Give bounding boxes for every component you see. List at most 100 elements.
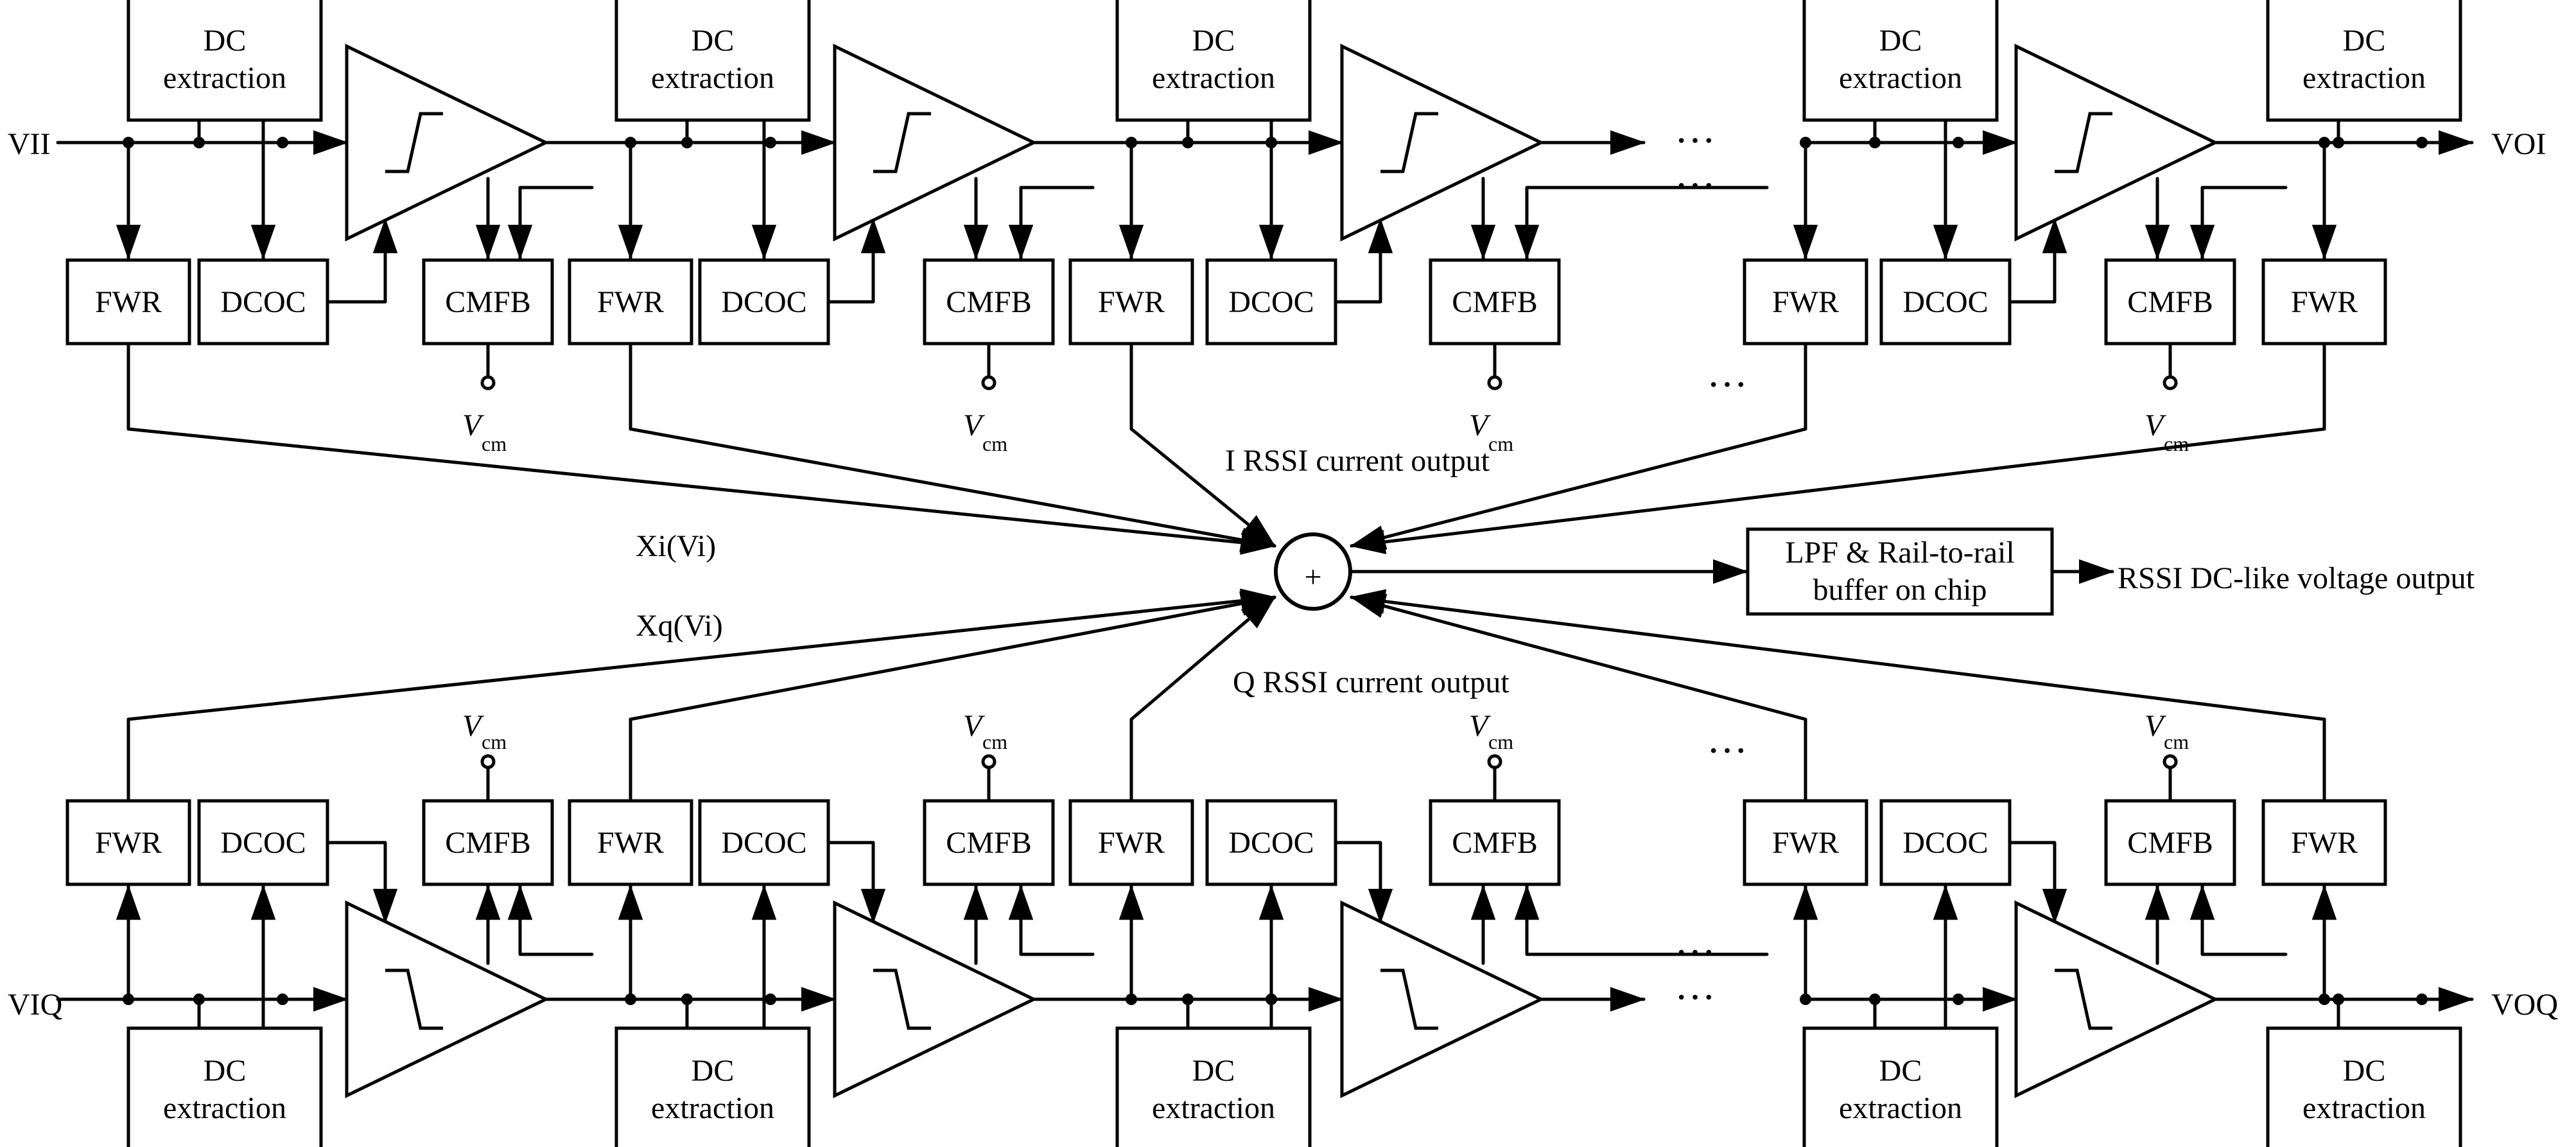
i-limiting-amp-4-body — [2014, 44, 2219, 241]
i-fwr-5: FWR — [2261, 258, 2387, 346]
q-dc-extraction-1-frame — [126, 1026, 323, 1147]
i-cmfb-bus-3 — [1514, 186, 1769, 260]
q-fwr-1-text: FWR — [95, 826, 162, 860]
q-dc-extraction-5-text: extraction — [2302, 1091, 2426, 1125]
i-vcm-3-terminal — [1487, 375, 1502, 390]
output-port-voi: VOI — [2491, 127, 2546, 161]
i-rssi-label: I RSSI current output — [1225, 444, 1490, 478]
i-limiting-amp-1-body — [345, 44, 550, 241]
i-dc-extraction-1-text: extraction — [163, 61, 286, 95]
i-cmfb-2: CMFB — [923, 258, 1055, 346]
q-dc-extraction-3-text: DC — [1192, 1054, 1235, 1088]
i-fwr-5-frame — [2261, 258, 2387, 346]
i-vcm-4-label: V — [2145, 408, 2166, 442]
i-dc-extraction-5-text: extraction — [2302, 61, 2426, 95]
summing-plus-icon: + — [1304, 560, 1321, 594]
i-limiting-amp-1 — [345, 44, 550, 241]
i-fwr-to-sum-5 — [1350, 344, 2326, 554]
q-cmfb-3-frame — [1429, 799, 1561, 886]
i-cmfb-2-text: CMFB — [946, 285, 1031, 319]
i-vcm-ellipsis: ··· — [1707, 362, 1748, 407]
q-vcm-1-terminal — [480, 754, 496, 769]
i-fwr-3-frame — [1068, 258, 1194, 346]
q-fwr-4-frame — [1743, 799, 1868, 886]
q-vcm-2-terminal — [981, 754, 996, 769]
q-cmfb-bus-4 — [2189, 884, 2288, 956]
q-dcoc-3-frame — [1205, 799, 1337, 886]
q-limiting-amp-2 — [833, 900, 1038, 1098]
q-fwr-2: FWR — [568, 799, 693, 886]
q-fwr-1-frame — [65, 799, 191, 886]
output-port-voq: VOQ — [2491, 988, 2558, 1022]
i-dc-extraction-4-text: extraction — [1839, 61, 1962, 95]
q-limiting-amp-2-limiter-icon — [873, 968, 931, 1030]
q-dcoc-out-2 — [826, 841, 886, 924]
i-dcoc-3-frame — [1205, 258, 1337, 346]
q-signal-ellipsis: ··· — [1675, 974, 1716, 1020]
q-dc-extraction-2-frame — [614, 1026, 811, 1147]
i-limiting-amp-1-limiter-icon — [385, 112, 443, 173]
q-limiting-amp-3-limiter-icon — [1380, 968, 1438, 1030]
q-limiting-amp-3 — [1340, 900, 1545, 1098]
junction-dot — [765, 994, 776, 1005]
lpf-buffer-line-2: buffer on chip — [1813, 573, 1987, 607]
junction-dot — [277, 994, 288, 1005]
q-fwr-3: FWR — [1068, 799, 1194, 886]
i-vcm-3-label-sub: cm — [1488, 432, 1513, 455]
i-limiting-amp-2-body — [833, 44, 1038, 241]
q-fwr-to-sum-4 — [1350, 593, 1807, 801]
xq-label: Xq(Vi) — [636, 609, 723, 643]
q-dcoc-2-frame — [698, 799, 830, 886]
i-dc-extraction-3-text: extraction — [1152, 61, 1275, 95]
q-vcm-4-label: V — [2145, 709, 2166, 743]
i-fwr-2: FWR — [568, 258, 693, 346]
q-dcoc-out-1 — [326, 841, 398, 924]
q-dcoc-out-4 — [2008, 841, 2067, 924]
q-fwr-4: FWR — [1743, 799, 1868, 886]
i-limiting-amp-2-limiter-icon — [873, 112, 931, 173]
q-dcoc-3: DCOC — [1205, 799, 1337, 886]
i-dcoc-out-3 — [1334, 218, 1393, 304]
i-dc-extraction-3-text: DC — [1192, 24, 1235, 58]
q-fwr-5-text: FWR — [2291, 826, 2358, 860]
q-fwr-2-frame — [568, 799, 693, 886]
i-vcm-1-label-sub: cm — [482, 432, 507, 455]
i-dc-extraction-5-text: DC — [2343, 24, 2386, 58]
junction-dot — [277, 137, 288, 148]
junction-dot — [1953, 137, 1964, 148]
q-rssi-label: Q RSSI current output — [1233, 665, 1510, 699]
q-vcm-1-label: V — [462, 709, 484, 743]
i-fwr-to-sum-2 — [629, 344, 1276, 552]
i-cmfb-3-text: CMFB — [1452, 285, 1537, 319]
q-dc-extraction-3-frame — [1115, 1026, 1312, 1147]
i-fwr-1-text: FWR — [95, 285, 162, 319]
input-port-viq: VIQ — [8, 988, 62, 1022]
q-vcm-3-label-sub: cm — [1488, 730, 1513, 753]
q-fwr-2-text: FWR — [597, 826, 664, 860]
i-cmfb-1-text: CMFB — [445, 285, 530, 319]
q-dc-extraction-4-text: extraction — [1839, 1091, 1962, 1125]
q-cmfb-3: CMFB — [1429, 799, 1561, 886]
q-fwr-to-sum-3 — [1129, 595, 1276, 801]
q-fwr-to-sum-1 — [126, 588, 1276, 801]
i-cmfb-1-frame — [422, 258, 554, 346]
q-dcoc-2-text: DCOC — [721, 826, 806, 860]
q-dc-extraction-5-frame — [2266, 1026, 2462, 1147]
q-vcm-2-label-sub: cm — [982, 730, 1007, 753]
q-cmfb-1-text: CMFB — [445, 826, 530, 860]
i-limiting-amp-3-body — [1340, 44, 1545, 241]
i-dcoc-3-text: DCOC — [1228, 285, 1314, 319]
i-cmfb-bus-4 — [2189, 186, 2288, 260]
q-vcm-4-terminal — [2163, 754, 2178, 769]
i-cmfb-4-frame — [2104, 258, 2236, 346]
q-dcoc-2: DCOC — [698, 799, 830, 886]
q-fwr-1: FWR — [65, 799, 191, 886]
q-cmfb-bus-1 — [507, 884, 594, 956]
q-bus-ellipsis: ··· — [1675, 929, 1716, 975]
